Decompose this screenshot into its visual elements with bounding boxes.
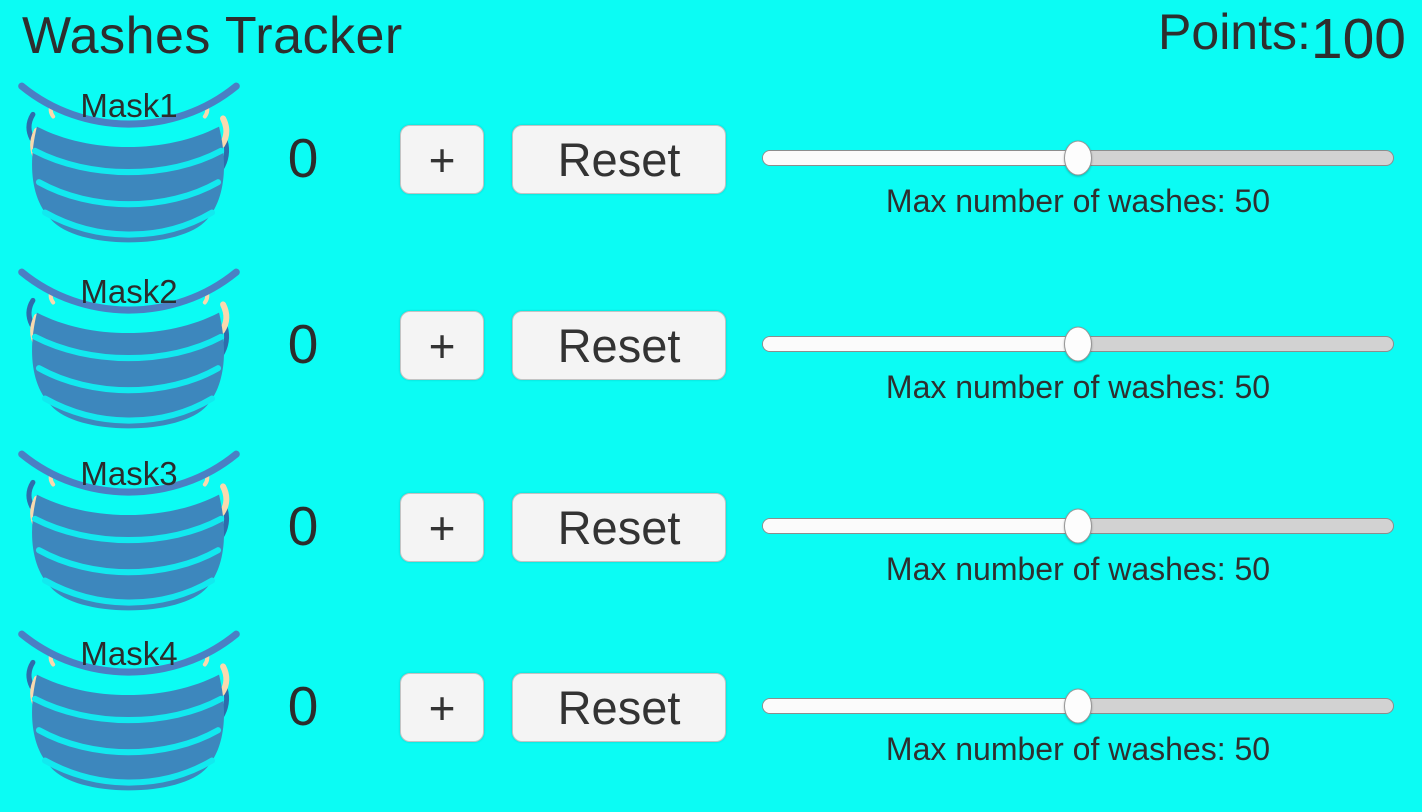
slider-fill	[763, 151, 1078, 165]
slider-thumb[interactable]	[1064, 508, 1092, 544]
wash-count: 0	[287, 495, 319, 557]
slider-thumb[interactable]	[1064, 688, 1092, 724]
reset-button[interactable]: Reset	[512, 673, 726, 742]
mask-label: Mask1	[80, 87, 178, 124]
mask-illustration: Mask1	[16, 78, 242, 250]
max-washes-slider[interactable]	[762, 688, 1394, 724]
max-washes-label: Max number of washes: 50	[885, 369, 1271, 405]
mask-illustration: Mask3	[16, 446, 242, 618]
wash-count: 0	[287, 127, 319, 189]
points-display: Points:100	[1158, 4, 1406, 68]
slider-fill	[763, 519, 1078, 533]
slider-thumb[interactable]	[1064, 326, 1092, 362]
slider-fill	[763, 337, 1078, 351]
reset-button[interactable]: Reset	[512, 493, 726, 562]
reset-button[interactable]: Reset	[512, 125, 726, 194]
mask-label: Mask3	[80, 455, 178, 492]
increment-button[interactable]: +	[400, 125, 484, 194]
face-mask-icon	[18, 450, 240, 611]
mask-label: Mask2	[80, 273, 178, 310]
mask-label: Mask4	[80, 635, 178, 672]
mask-illustration: Mask4	[16, 626, 242, 798]
max-washes-label: Max number of washes: 50	[885, 183, 1271, 219]
points-label: Points:	[1158, 4, 1311, 60]
max-washes-slider[interactable]	[762, 326, 1394, 362]
mask-row-1: Mask1 0 + Reset Max number of washes: 50	[0, 78, 1422, 264]
slider-fill	[763, 699, 1078, 713]
points-value: 100	[1310, 7, 1406, 71]
mask-row-4: Mask4 0 + Reset Max number of washes: 50	[0, 626, 1422, 812]
face-mask-icon	[18, 82, 240, 243]
max-washes-label: Max number of washes: 50	[885, 731, 1271, 767]
max-washes-slider[interactable]	[762, 140, 1394, 176]
reset-button[interactable]: Reset	[512, 311, 726, 380]
mask-illustration: Mask2	[16, 264, 242, 436]
increment-button[interactable]: +	[400, 311, 484, 380]
increment-button[interactable]: +	[400, 493, 484, 562]
mask-row-2: Mask2 0 + Reset Max number of washes: 50	[0, 264, 1422, 450]
face-mask-icon	[18, 630, 240, 791]
max-washes-label: Max number of washes: 50	[885, 551, 1271, 587]
increment-button[interactable]: +	[400, 673, 484, 742]
slider-thumb[interactable]	[1064, 140, 1092, 176]
mask-row-3: Mask3 0 + Reset Max number of washes: 50	[0, 446, 1422, 632]
wash-count: 0	[287, 675, 319, 737]
max-washes-slider[interactable]	[762, 508, 1394, 544]
face-mask-icon	[18, 268, 240, 429]
page-title: Washes Tracker	[22, 7, 403, 65]
wash-count: 0	[287, 313, 319, 375]
